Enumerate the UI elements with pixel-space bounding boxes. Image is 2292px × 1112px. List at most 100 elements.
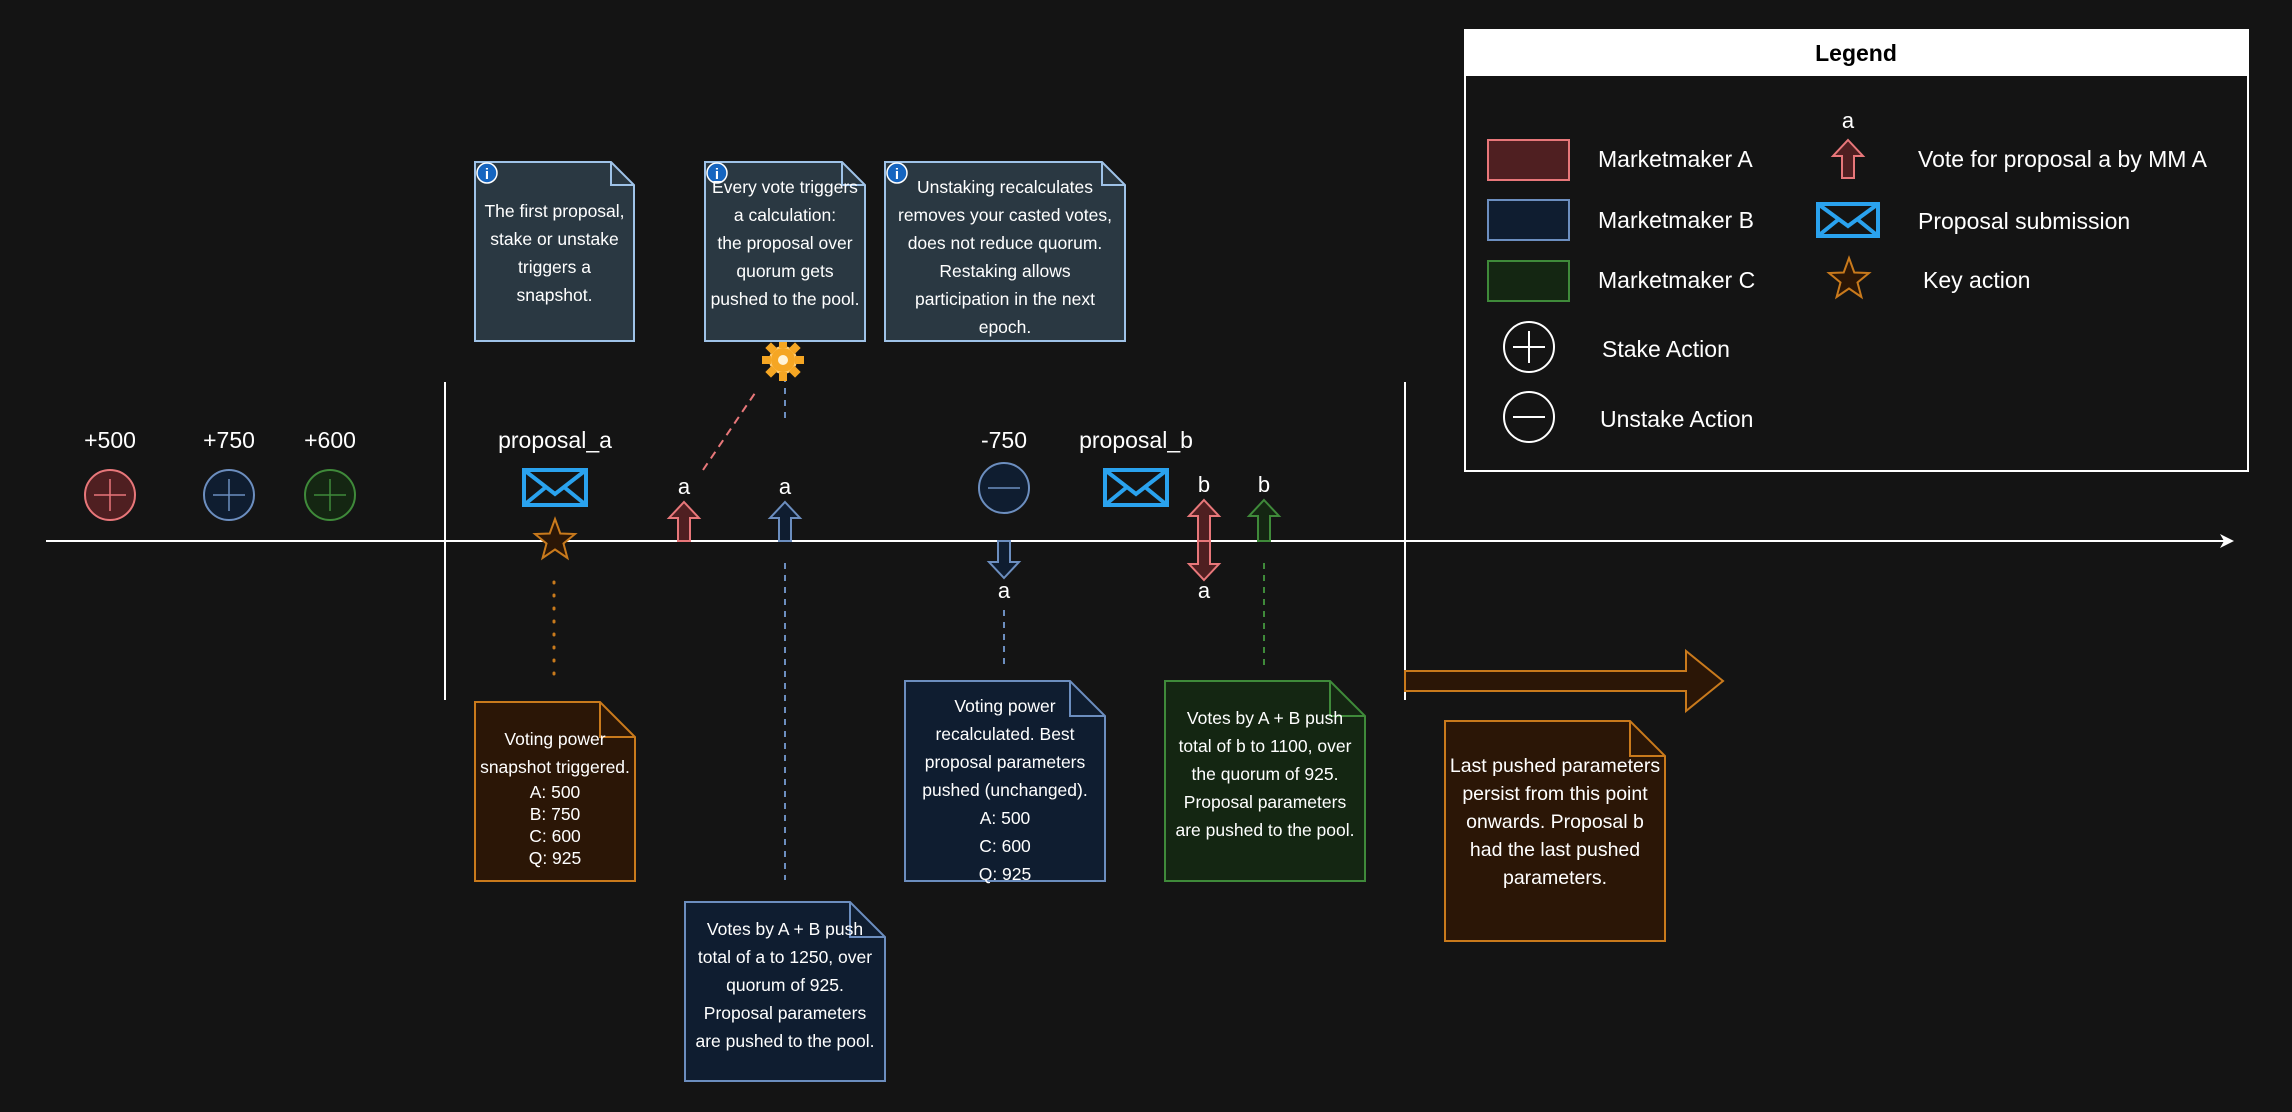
note-line: pushed to the pool. xyxy=(710,289,860,309)
vote-letter: a xyxy=(998,578,1011,603)
note-line: quorum gets xyxy=(736,261,834,281)
note-line: triggers a xyxy=(518,257,591,277)
arrow-up-icon xyxy=(1186,498,1222,542)
note-line: snapshot triggered. xyxy=(480,757,630,777)
plus-circle-icon xyxy=(84,469,136,521)
note-line: parameters. xyxy=(1502,867,1608,889)
note-line: Voting power xyxy=(954,696,1056,716)
arrow-up-icon xyxy=(1830,138,1866,179)
unstake-label: -750 xyxy=(981,427,1027,453)
note-line: a calculation: xyxy=(733,205,837,225)
legend-swatch-a xyxy=(1487,139,1570,181)
legend-vote-letter: a xyxy=(1842,108,1855,133)
plus-circle-icon xyxy=(1503,321,1555,373)
note-line: had the last pushed xyxy=(1469,839,1641,861)
note-line: participation in the next xyxy=(915,289,1095,309)
note-line: B: 750 xyxy=(529,804,581,824)
note-line: the proposal over xyxy=(717,233,853,253)
note-line: Last pushed parameters xyxy=(1449,755,1661,777)
note-line: Restaking allows xyxy=(939,261,1071,281)
gear-icon xyxy=(762,339,804,381)
note-shape: i xyxy=(704,161,866,342)
legend-label-c: Marketmaker C xyxy=(1598,267,1755,293)
note-line: Votes by A + B push xyxy=(1186,708,1344,728)
envelope-icon xyxy=(1816,202,1880,238)
legend-swatch-b xyxy=(1487,199,1570,241)
note-line: are pushed to the pool. xyxy=(1175,820,1355,840)
note-line: the quorum of 925. xyxy=(1191,764,1339,784)
legend-label-vote: Vote for proposal a by MM A xyxy=(1918,146,2208,172)
note-line: persist from this point xyxy=(1462,783,1648,805)
arrow-up-icon xyxy=(767,500,803,542)
note-shape xyxy=(1164,680,1366,882)
legend-swatch-c xyxy=(1487,260,1570,302)
vote-letter: b xyxy=(1258,472,1270,497)
legend-label-a: Marketmaker A xyxy=(1598,146,1753,172)
envelope-icon xyxy=(1103,468,1169,507)
note-line: pushed (unchanged). xyxy=(922,780,1088,800)
info-note-snapshot: i The first proposal, stake or unstake t… xyxy=(474,161,635,342)
info-icon: i xyxy=(886,162,908,184)
legend-label-unstake: Unstake Action xyxy=(1600,406,1753,432)
note-shape xyxy=(474,701,636,882)
note-line: snapshot. xyxy=(516,285,593,305)
note-line: does not reduce quorum. xyxy=(907,233,1103,253)
note-persist: Last pushed parameters persist from this… xyxy=(1444,720,1666,942)
vote-letter: a xyxy=(1198,578,1211,603)
note-shape xyxy=(1444,720,1666,942)
note-votes-a: Votes by A + B push total of a to 1250, … xyxy=(684,901,886,1082)
legend-label-stake: Stake Action xyxy=(1602,336,1730,362)
arrow-up-icon xyxy=(1246,498,1282,542)
note-line: recalculated. Best xyxy=(935,724,1075,744)
note-line: proposal parameters xyxy=(924,752,1086,772)
legend: Legend Marketmaker A Marketmaker B Marke… xyxy=(1464,29,2249,472)
note-line: A: 500 xyxy=(979,808,1031,828)
note-line: quorum of 925. xyxy=(726,975,844,995)
vote-letter: a xyxy=(779,474,792,499)
note-line: removes your casted votes, xyxy=(898,205,1112,225)
info-note-unstake: i Unstaking recalculates removes your ca… xyxy=(884,161,1126,342)
note-line: Q: 925 xyxy=(978,864,1032,884)
minus-circle-icon xyxy=(978,462,1030,514)
info-note-vote: i Every vote triggers a calculation: the… xyxy=(704,161,866,342)
note-votes-b: Votes by A + B push total of b to 1100, … xyxy=(1164,680,1366,882)
note-line: total of b to 1100, over xyxy=(1178,736,1352,756)
stake-label-c: +600 xyxy=(304,427,356,453)
info-icon: i xyxy=(706,162,728,184)
plus-circle-icon xyxy=(203,469,255,521)
arrow-up-icon xyxy=(666,500,702,542)
arrow-right-icon xyxy=(1404,648,1725,714)
legend-label-key: Key action xyxy=(1923,267,2030,293)
info-icon: i xyxy=(476,162,498,184)
note-line: Proposal parameters xyxy=(1183,792,1347,812)
svg-text:i: i xyxy=(715,166,719,183)
dashed-connector xyxy=(702,392,756,471)
plus-circle-icon xyxy=(304,469,356,521)
note-line: Every vote triggers xyxy=(712,177,858,197)
note-line: total of a to 1250, over xyxy=(697,947,873,967)
note-line: onwards. Proposal b xyxy=(1466,811,1644,833)
note-line: Votes by A + B push xyxy=(706,919,864,939)
note-line: stake or unstake xyxy=(490,229,619,249)
note-shape: i xyxy=(884,161,1126,342)
legend-label-proposal: Proposal submission xyxy=(1918,208,2130,234)
note-shape xyxy=(904,680,1106,882)
vote-letter: a xyxy=(678,474,691,499)
note-line: C: 600 xyxy=(529,826,581,846)
envelope-icon xyxy=(522,468,588,507)
vote-letter: b xyxy=(1198,472,1210,497)
note-recalc: Voting power recalculated. Best proposal… xyxy=(904,680,1106,884)
legend-title: Legend xyxy=(1815,40,1897,66)
svg-text:i: i xyxy=(895,166,899,183)
arrow-down-icon xyxy=(986,540,1022,580)
note-line: Voting power xyxy=(504,729,606,749)
note-shape: i xyxy=(474,161,635,342)
note-snapshot: Voting power snapshot triggered. A: 500 … xyxy=(474,701,636,882)
stake-label-a: +500 xyxy=(84,427,136,453)
note-line: Unstaking recalculates xyxy=(916,177,1094,197)
arrow-down-icon xyxy=(1186,540,1222,582)
note-line: The first proposal, xyxy=(484,201,625,221)
svg-text:i: i xyxy=(485,166,489,183)
legend-label-b: Marketmaker B xyxy=(1598,207,1754,233)
